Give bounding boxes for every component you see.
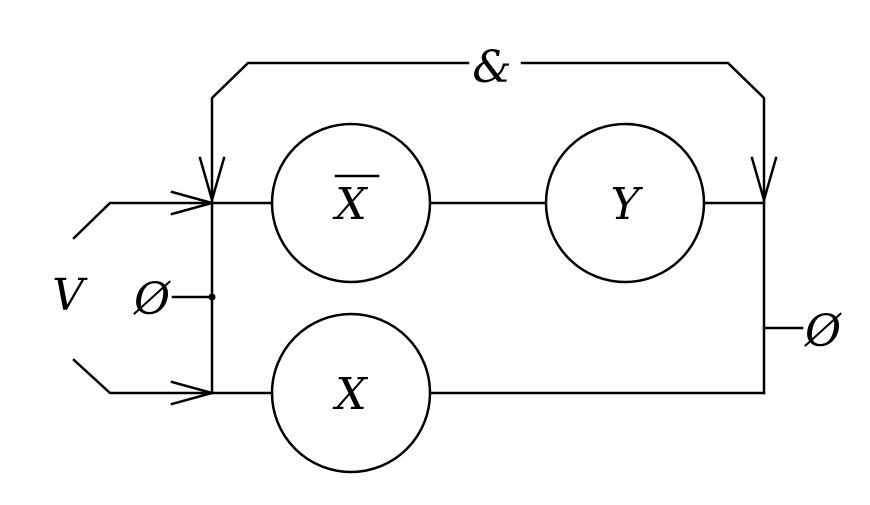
node-xbar: X [270, 122, 432, 284]
node-x: X [270, 312, 432, 474]
top-connector [198, 61, 778, 205]
left-junction [171, 201, 216, 395]
node-xbar-label: X [332, 179, 368, 230]
node-y-label: Y [610, 179, 643, 230]
node-y: Y [544, 122, 706, 284]
input-label-v: V [52, 270, 88, 321]
arrowhead-down-left [198, 156, 226, 205]
left-null-label: Ø [133, 274, 171, 325]
node-x-label: X [332, 369, 368, 420]
right-null-label: Ø [804, 306, 842, 357]
right-junction [762, 198, 804, 395]
top-connector-label: & [472, 42, 511, 93]
